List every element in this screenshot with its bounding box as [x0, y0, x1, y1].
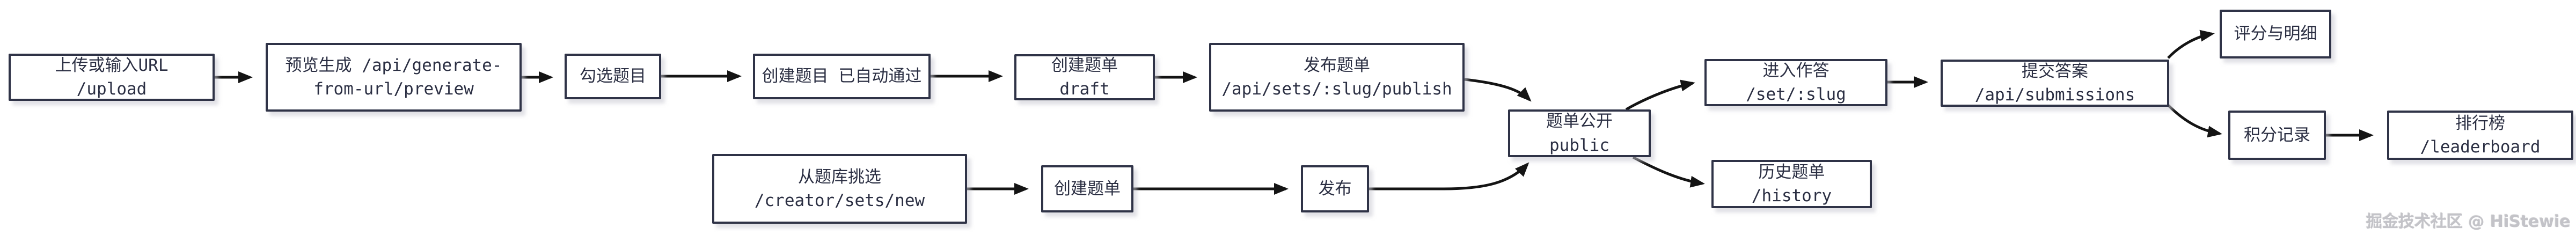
node-pick-from-bank: 从题库挑选 /creator/sets/new	[712, 154, 967, 224]
node-score-detail-label: 评分与明细	[2234, 24, 2317, 44]
node-score-detail: 评分与明细	[2220, 10, 2331, 58]
node-leaderboard: 排行榜 /leaderboard	[2387, 111, 2573, 160]
edge-submit-answer-points-log	[2167, 104, 2222, 138]
edge-set-public-history	[1632, 156, 1705, 188]
edge-set-public-enter-answer	[1625, 79, 1695, 111]
node-create-set-draft-label: 创建题单 draft	[1051, 55, 1118, 99]
edge-publish-set-set-public	[1464, 78, 1532, 102]
watermark: 掘金技术社区 @ HiStewie	[2366, 212, 2571, 231]
node-create-questions-label: 创建题目 已自动通过	[762, 67, 922, 86]
node-publish-label: 发布	[1318, 179, 1352, 199]
node-set-public-label: 题单公开 public	[1546, 112, 1613, 155]
node-preview: 预览生成 /api/generate- from-url/preview	[266, 43, 522, 112]
node-upload: 上传或输入URL /upload	[9, 54, 215, 101]
node-submit-answer: 提交答案 /api/submissions	[1941, 60, 2169, 107]
node-publish-set-label: 发布题单 /api/sets/:slug/publish	[1221, 55, 1452, 99]
node-set-public: 题单公开 public	[1508, 109, 1651, 157]
node-enter-answer: 进入作答 /set/:slug	[1704, 59, 1887, 106]
node-publish-set: 发布题单 /api/sets/:slug/publish	[1209, 43, 1465, 112]
node-pick-from-bank-label: 从题库挑选 /creator/sets/new	[754, 167, 925, 210]
node-pick-questions: 勾选题目	[565, 54, 661, 99]
node-upload-label: 上传或输入URL /upload	[55, 55, 169, 99]
node-submit-answer-label: 提交答案 /api/submissions	[1974, 61, 2135, 105]
node-pick-questions-label: 勾选题目	[580, 67, 646, 86]
edge-submit-answer-score-detail	[2167, 30, 2215, 59]
node-publish: 发布	[1301, 165, 1369, 212]
node-history: 历史题单 /history	[1711, 160, 1872, 208]
node-create-set-label: 创建题单	[1054, 179, 1121, 199]
node-create-questions: 创建题目 已自动通过	[753, 54, 931, 99]
node-enter-answer-label: 进入作答 /set/:slug	[1746, 61, 1846, 104]
node-points-log: 积分记录	[2228, 111, 2326, 160]
edge-publish-set-public	[1369, 162, 1529, 190]
node-leaderboard-label: 排行榜 /leaderboard	[2420, 113, 2541, 157]
node-history-label: 历史题单 /history	[1751, 162, 1832, 205]
node-points-log-label: 积分记录	[2244, 125, 2310, 145]
node-create-set: 创建题单	[1041, 165, 1133, 212]
node-create-set-draft: 创建题单 draft	[1014, 54, 1155, 100]
node-preview-label: 预览生成 /api/generate- from-url/preview	[285, 55, 502, 99]
